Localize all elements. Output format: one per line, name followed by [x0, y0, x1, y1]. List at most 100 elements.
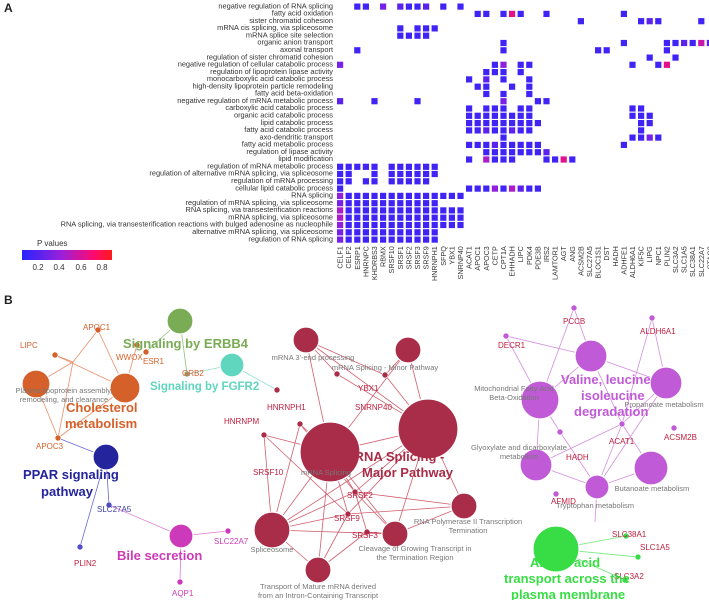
heatmap-cell	[388, 214, 395, 221]
gene-node	[552, 490, 560, 498]
gene-node	[570, 304, 578, 312]
gene-label: SNRNP40	[355, 403, 392, 412]
heatmap-cell	[638, 105, 645, 112]
heatmap-cell	[466, 127, 473, 134]
heatmap-cell	[526, 83, 533, 90]
heatmap-cell	[337, 163, 344, 170]
node-signaling-fgfr2	[219, 352, 245, 378]
term-label: Propanoate metabolism	[624, 400, 703, 409]
heatmap-cell	[500, 98, 507, 105]
heatmap-cell	[517, 10, 524, 17]
gene-label: GRB2	[182, 369, 204, 378]
column-gene-label: CELF1	[336, 246, 345, 268]
heatmap-cell	[509, 156, 516, 163]
heatmap-cell	[371, 200, 378, 207]
node-tryptophan	[584, 474, 610, 500]
heatmap-cell	[466, 185, 473, 192]
row-term-label: cellular lipid catabolic process	[235, 183, 333, 192]
gene-node	[351, 488, 359, 496]
heatmap-cell	[414, 25, 421, 32]
node-cholesterol-metabolism	[109, 372, 141, 404]
heatmap-cell	[380, 221, 387, 229]
term-label: mRNA Splicing - Minor Pathway	[332, 363, 439, 372]
heatmap-cell	[337, 178, 344, 185]
heatmap-cell	[466, 105, 473, 112]
heatmap-cell	[388, 178, 395, 185]
heatmap-cell	[500, 61, 507, 68]
heatmap-cell	[440, 221, 447, 229]
heatmap-cell	[646, 134, 653, 141]
heatmap-cell	[431, 170, 438, 178]
group-label-erbb4: Signaling by ERBB4	[123, 336, 249, 351]
heatmap-cell	[345, 229, 352, 236]
heatmap-cell	[509, 83, 516, 90]
row-term-label: regulation of alternative mRNA splicing,…	[149, 169, 333, 178]
panel-b-label: B	[4, 293, 13, 307]
heatmap-cell	[509, 185, 516, 192]
column-gene-label: RBMX	[379, 246, 388, 267]
heatmap-cell	[397, 214, 404, 221]
gene-node	[363, 528, 371, 536]
heatmap-cell	[595, 47, 602, 54]
heatmap-cell	[345, 178, 352, 185]
heatmap-cell	[397, 25, 404, 32]
heatmap-cell	[517, 141, 524, 148]
heatmap-cell	[466, 76, 473, 83]
heatmap-cell	[431, 236, 438, 243]
node-bile-secretion	[168, 523, 194, 549]
gene-node	[618, 420, 626, 428]
heatmap-cell	[423, 221, 430, 229]
row-term-label: high-density lipoprotein particle remode…	[192, 81, 333, 90]
heatmap-cell	[397, 3, 404, 10]
gene-label: HNRNPH1	[267, 403, 306, 412]
heatmap-cell	[509, 127, 516, 134]
heatmap-cell	[491, 185, 498, 192]
heatmap-cell	[380, 207, 387, 214]
row-term-label: regulation of mRNA splicing, via spliceo…	[186, 198, 333, 207]
heatmap-cell	[371, 207, 378, 214]
row-term-label: negative regulation of cellular cataboli…	[178, 60, 334, 69]
heatmap-cell	[663, 61, 670, 68]
heatmap-cell	[345, 221, 352, 229]
heatmap-cell	[354, 192, 361, 199]
heatmap-cell	[526, 105, 533, 112]
column-gene-label: SRSF1	[396, 246, 405, 269]
gene-nodes	[51, 304, 678, 586]
column-gene-label: SFPQ	[439, 246, 448, 266]
heatmap-cell	[483, 156, 490, 163]
heatmap-cell	[380, 192, 387, 199]
column-gene-label: LAMTOR1	[551, 246, 560, 280]
heatmap-cell	[698, 39, 705, 47]
heatmap-cell	[483, 120, 490, 127]
legend-tick: 0.2	[32, 263, 44, 272]
column-gene-label: HADH	[611, 246, 620, 266]
heatmap-cell	[414, 170, 421, 178]
gene-label: SLC22A7	[214, 537, 249, 546]
group-label-amino-2: transport across the	[504, 571, 630, 586]
heatmap-cell	[500, 10, 507, 17]
heatmap-cell	[371, 236, 378, 243]
column-gene-label: ACAT1	[465, 246, 474, 269]
heatmap-cell	[345, 200, 352, 207]
heatmap-cell	[457, 214, 464, 221]
gene-label: ACAT1	[609, 437, 635, 446]
heatmap-cell	[423, 3, 430, 10]
gene-label: SLC1A5	[640, 543, 670, 552]
heatmap-cell	[491, 156, 498, 163]
heatmap-cell	[526, 141, 533, 148]
gene-node	[176, 578, 184, 586]
heatmap-cell	[362, 221, 369, 229]
gene-node	[76, 543, 84, 551]
heatmap-cell	[397, 163, 404, 170]
heatmap-cell	[371, 221, 378, 229]
heatmap-cell	[405, 236, 412, 243]
heatmap-cell	[431, 163, 438, 170]
gene-label: PLIN2	[74, 559, 97, 568]
heatmap-cell	[646, 120, 653, 127]
p-value-legend: P values 0.2 0.4 0.6 0.8	[22, 239, 112, 272]
heatmap-cell	[509, 112, 516, 119]
heatmap-cell	[405, 200, 412, 207]
column-gene-label: HNRNPC	[361, 246, 370, 277]
heatmap-cell	[534, 185, 541, 192]
